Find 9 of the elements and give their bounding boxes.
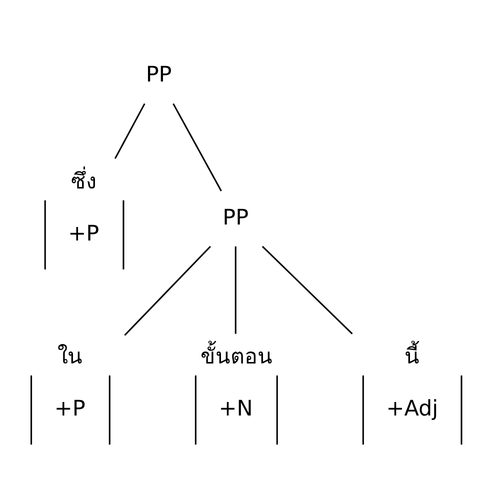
connector (114, 103, 145, 159)
node-text: ใน +P (54, 344, 85, 422)
connector (172, 103, 222, 192)
connector (261, 246, 352, 334)
connector (124, 246, 210, 336)
node-text: PP (145, 62, 172, 88)
connector (234, 246, 236, 334)
node-text: ซึ่ง +P (68, 169, 99, 247)
node-text: PP (222, 205, 248, 230)
